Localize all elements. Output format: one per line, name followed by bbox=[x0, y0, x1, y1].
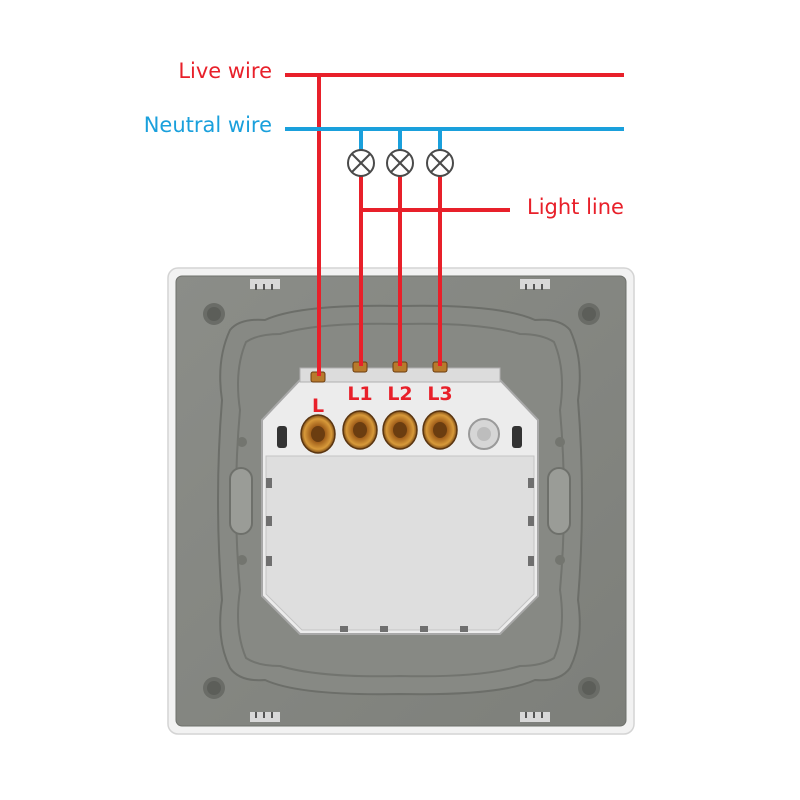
lamp-icon bbox=[386, 149, 414, 177]
terminal-screws bbox=[300, 361, 458, 454]
neutral-wire bbox=[285, 127, 624, 150]
terminal-label-l2: L2 bbox=[387, 383, 413, 405]
mounting-holes bbox=[203, 303, 600, 699]
terminal-screw-icon bbox=[422, 410, 458, 450]
light-line bbox=[359, 176, 510, 366]
lamp-icon bbox=[347, 149, 375, 177]
light-line-label: Light line bbox=[527, 195, 624, 219]
lamps bbox=[347, 149, 454, 177]
live-wire-label: Live wire bbox=[178, 59, 272, 83]
terminal-label-l3: L3 bbox=[427, 383, 453, 405]
live-wire bbox=[285, 73, 624, 376]
terminal-label-l: L bbox=[311, 395, 325, 417]
lamp-icon bbox=[426, 149, 454, 177]
terminal-label-l1: L1 bbox=[347, 383, 373, 405]
terminal-screw-icon bbox=[342, 410, 378, 450]
neutral-wire-label: Neutral wire bbox=[143, 113, 272, 137]
terminal-screw-icon bbox=[300, 414, 336, 454]
terminal-screw-icon bbox=[382, 410, 418, 450]
